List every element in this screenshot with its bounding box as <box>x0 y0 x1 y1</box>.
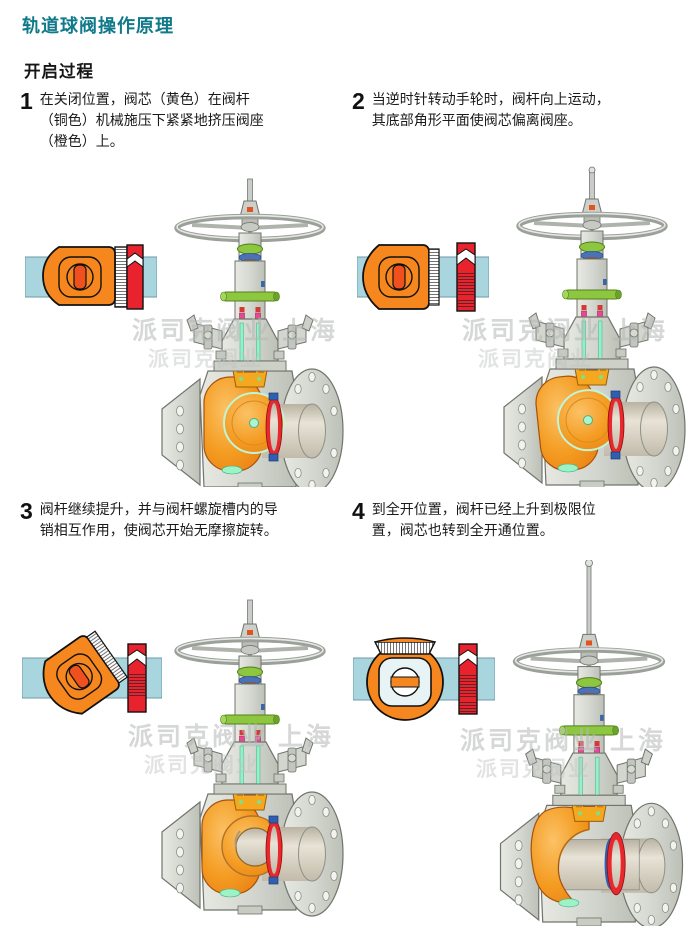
handwheel <box>177 624 323 686</box>
schematic-seat <box>127 643 147 713</box>
step-2: 2 当逆时针转动手轮时，阀杆向上运动， 其底部角形平面使阀芯偏离阀座。 <box>352 90 692 132</box>
schematic-seat <box>114 244 144 310</box>
stem-top-rod <box>247 178 253 204</box>
schematic-seat <box>458 643 478 715</box>
figure-3-schematic <box>22 630 162 715</box>
figure-1-schematic <box>25 244 157 310</box>
figure-2-schematic <box>357 242 489 312</box>
step-2-number: 2 <box>352 88 365 114</box>
schematic-ball-rotating <box>42 630 129 715</box>
stem-top-rod <box>589 170 595 202</box>
figure-2-valve <box>503 166 686 487</box>
step-2-text: 当逆时针转动手轮时，阀杆向上运动， 其底部角形平面使阀芯偏离阀座。 <box>371 93 610 129</box>
stem-top-rod-extended <box>586 563 592 637</box>
handwheel <box>516 634 663 696</box>
page-title: 轨道球阀操作原理 <box>22 16 174 36</box>
step-3-number: 3 <box>20 498 33 524</box>
step-3-text: 阀杆继续提升，并与阀杆螺旋槽内的导 销相互作用，使阀芯开始无摩擦旋转。 <box>39 503 278 539</box>
bonnet <box>528 258 656 370</box>
stem-top-rod <box>247 599 253 627</box>
bonnet <box>186 683 314 795</box>
handwheel <box>177 201 323 263</box>
schematic-ball <box>42 246 116 306</box>
bonnet <box>186 260 314 372</box>
step-4-number: 4 <box>352 498 365 524</box>
step-3: 3 阀杆继续提升，并与阀杆螺旋槽内的导 销相互作用，使阀芯开始无摩擦旋转。 <box>20 500 356 542</box>
section-heading: 开启过程 <box>24 63 94 81</box>
schematic-ball <box>362 244 440 310</box>
figure-4-valve <box>499 560 684 926</box>
figure-3-valve <box>161 599 344 917</box>
schematic-ball-open <box>366 637 444 721</box>
figure-1-valve <box>161 178 344 487</box>
step-1-text: 在关闭位置，阀芯（黄色）在阀杆 （铜色）机械施压下紧紧地挤压阀座 （橙色）上。 <box>39 93 264 150</box>
bonnet <box>525 694 653 806</box>
step-4: 4 到全开位置，阀杆已经上升到极限位 置，阀芯也转到全开通位置。 <box>352 500 692 542</box>
step-1: 1 在关闭位置，阀芯（黄色）在阀杆 （铜色）机械施压下紧紧地挤压阀座 （橙色）上… <box>20 90 348 153</box>
step-4-text: 到全开位置，阀杆已经上升到极限位 置，阀芯也转到全开通位置。 <box>371 503 596 539</box>
figure-4-schematic <box>353 637 495 721</box>
handwheel <box>519 199 665 261</box>
step-1-number: 1 <box>20 88 33 114</box>
ball-fully-open <box>530 806 640 908</box>
schematic-seat <box>456 242 476 312</box>
